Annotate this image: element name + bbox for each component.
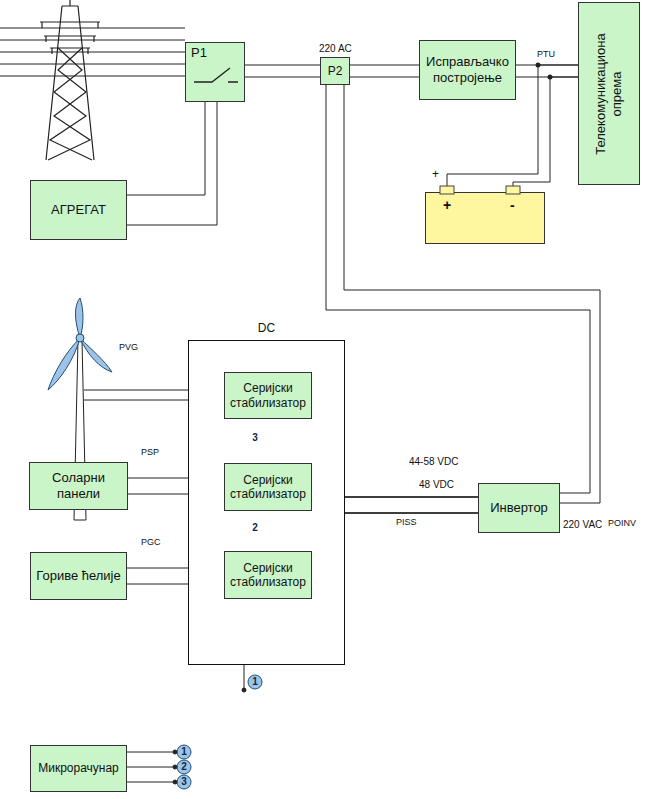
junction-dot [536, 63, 541, 68]
power-line [0, 28, 185, 76]
solar-box: Соларни панели [29, 462, 128, 510]
power-tower [42, 22, 98, 54]
node-text: Серијски стабилизатор [229, 473, 307, 502]
control-arrow [242, 688, 246, 692]
battery: +- [425, 192, 545, 244]
node-text: Серијски стабилизатор [229, 561, 307, 590]
callout-circle [177, 745, 191, 759]
signal-label: POINV [607, 519, 637, 529]
power-tower [40, 0, 100, 160]
callout-number: 1 [248, 675, 262, 689]
wire-connector [516, 65, 578, 77]
control-wire [173, 750, 177, 754]
junction-dot [548, 75, 553, 80]
wire-connector [127, 102, 217, 225]
wire-connector [350, 65, 419, 77]
node-text: Соларни панели [34, 470, 123, 501]
power-tower [46, 0, 94, 160]
wind-turbine [80, 338, 112, 372]
node-text: - [510, 197, 515, 213]
stabilizer-box: Серијски стабилизатор [224, 463, 312, 511]
control-wire [173, 780, 177, 784]
node-text: Исправљачко постројење [424, 54, 511, 85]
signal-label: 220 AC [318, 43, 353, 54]
wind-turbine [76, 298, 84, 338]
generator-box: АГРЕГАТ [30, 180, 127, 240]
node-text: + [443, 197, 451, 213]
node-text: P2 [328, 64, 343, 78]
callout-circle [248, 675, 262, 689]
callout-circle [177, 760, 191, 774]
wire-connector [245, 65, 320, 77]
battery-terminal [506, 186, 520, 194]
control-wire [127, 752, 174, 782]
wind-turbine [76, 334, 84, 342]
signal-label: PTU [536, 50, 556, 60]
node-text: DC [189, 321, 344, 335]
equipment-box: Телекомуникациона опрема [578, 2, 640, 185]
callout-number: 1 [177, 745, 191, 759]
signal-label: 220 VAC [562, 519, 603, 530]
signal-label: PGC [140, 538, 162, 548]
rectifier-box: Исправљачко постројење [419, 40, 516, 100]
stabilizer-box: Серијски стабилизатор [224, 551, 312, 599]
node-text: Микрорачунар [38, 761, 119, 775]
switch-symbol [194, 68, 238, 82]
signal-label: + [431, 168, 440, 181]
battery-terminal [440, 186, 454, 194]
fuel-cell-box: Гориве ћелије [30, 552, 127, 600]
inverter-box: Инвертор [478, 483, 560, 533]
stabilizer-box: Серијски стабилизатор [224, 372, 312, 419]
node-text: Инвертор [490, 500, 548, 516]
node-text: АГРЕГАТ [51, 202, 106, 218]
control-wire [127, 750, 177, 784]
power-tower [40, 22, 100, 48]
callout-number: 3 [177, 775, 191, 789]
signal-label: PSP [140, 448, 160, 458]
switch-box: P1 [185, 42, 245, 102]
wire-connector [326, 85, 600, 503]
distribution-box: P2 [320, 57, 350, 85]
control-wire [173, 765, 177, 769]
battery-terminal [440, 186, 520, 194]
wind-turbine [48, 338, 80, 390]
signal-label: 44-58 VDC [408, 456, 459, 467]
callout-number: 2 [177, 760, 191, 774]
signal-label: PISS [395, 518, 418, 528]
node-text: Гориве ћелије [36, 568, 121, 584]
power-line [0, 28, 185, 76]
signal-label: 48 VDC [418, 479, 455, 490]
switch-symbol [194, 68, 238, 82]
computer-box: Микрорачунар [30, 745, 127, 792]
node-text: Серијски стабилизатор [229, 381, 307, 410]
node-text: P1 [191, 45, 207, 61]
callout-circle [177, 775, 191, 789]
callout-number: 2 [248, 521, 262, 535]
node-text: Телекомуникациона опрема [593, 19, 626, 169]
dc-enclosure: DCСеријски стабилизаторСеријски стабилиз… [188, 340, 345, 665]
signal-label: PVG [118, 343, 139, 353]
power-tower [48, 48, 92, 160]
callout-number: 3 [248, 431, 262, 445]
